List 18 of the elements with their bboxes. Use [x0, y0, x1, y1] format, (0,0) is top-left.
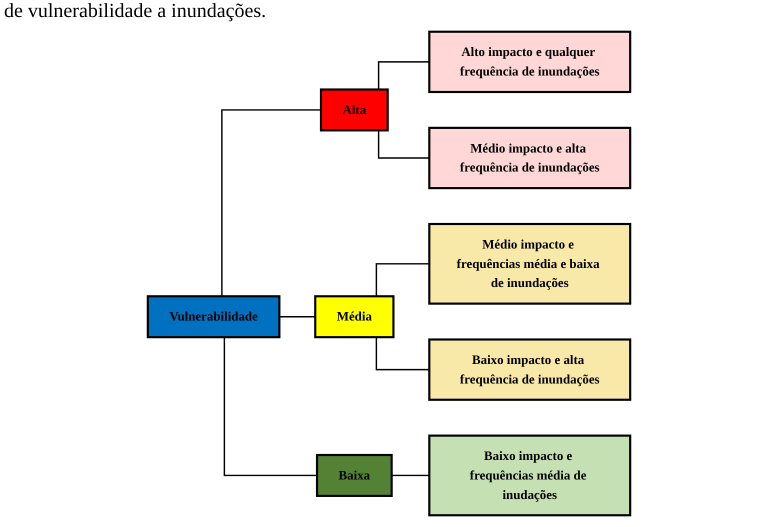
connector: [378, 130, 430, 159]
node-box: Médio impacto e alta frequência de inundações: [428, 126, 632, 190]
node-box: Baixo impacto e alta frequência de inundações: [428, 338, 632, 401]
connector: [376, 263, 430, 296]
note-text: de vulnerabilidade a inundações.: [4, 0, 266, 22]
node-box: Baixo impacto e frequências média de inudações: [428, 434, 632, 516]
connector: [390, 474, 430, 476]
node-box: Alta: [320, 88, 389, 132]
connector: [221, 109, 321, 296]
node-box: Vulnerabilidade: [146, 295, 280, 338]
node-box: Média: [314, 295, 395, 338]
connector: [224, 337, 318, 476]
node-box: Alto impacto e qualquer frequência de inundações: [428, 30, 632, 94]
connector: [376, 337, 430, 370]
connector: [378, 61, 430, 90]
connector: [278, 316, 316, 318]
node-box: Baixa: [316, 454, 393, 497]
node-box: Médio impacto e frequências média e baixa de inundações: [428, 222, 632, 305]
